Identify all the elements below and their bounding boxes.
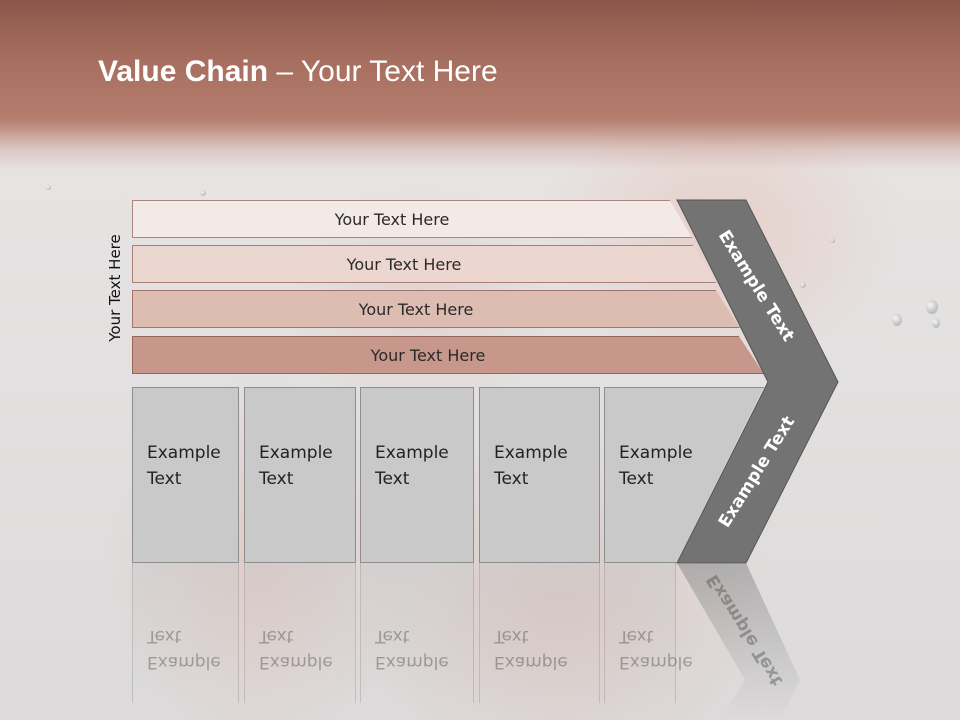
- support-bar-3: Your Text Here: [132, 290, 740, 328]
- support-bar-1-label: Your Text Here: [334, 209, 450, 229]
- water-drop: [830, 238, 835, 243]
- water-drop: [926, 300, 938, 314]
- support-bar-4-label: Your Text Here: [370, 345, 486, 365]
- water-drop: [892, 314, 902, 326]
- chevron-reflection: [677, 563, 800, 720]
- water-drop: [46, 185, 51, 190]
- support-bar-1: Your Text Here: [132, 200, 692, 238]
- water-drop: [932, 318, 940, 328]
- water-drop: [800, 282, 806, 288]
- title-banner: Value Chain – Your Text Here: [0, 0, 960, 170]
- support-bar-3-label: Your Text Here: [358, 299, 474, 319]
- support-bar-2: Your Text Here: [132, 245, 716, 283]
- slide-title: Value Chain – Your Text Here: [98, 55, 498, 89]
- title-rest: – Your Text Here: [268, 55, 498, 88]
- chevron-shape: [676, 199, 839, 564]
- title-bold: Value Chain: [98, 55, 269, 88]
- support-bar-2-label: Your Text Here: [346, 254, 462, 274]
- support-bar-4: Your Text Here: [132, 336, 764, 374]
- water-drop: [200, 190, 206, 196]
